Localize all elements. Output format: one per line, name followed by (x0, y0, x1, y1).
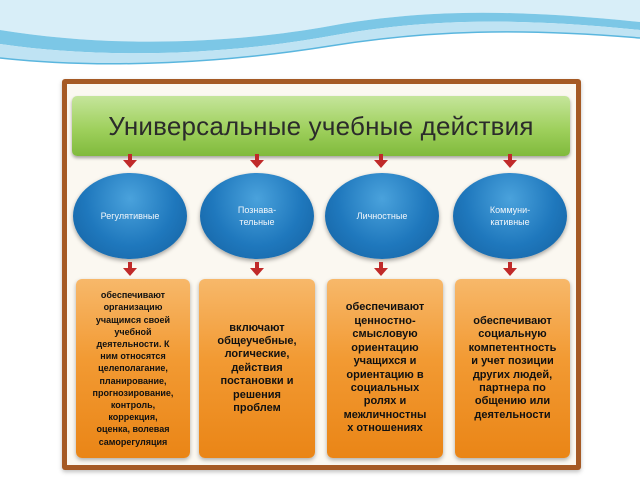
oval-cognitive: Познава- тельные (200, 173, 314, 259)
arrow-down-icon (503, 154, 517, 168)
arrow-down-icon (250, 262, 264, 276)
decorative-wave-header (0, 0, 640, 65)
description-box-personal: обеспечивают ценностно- смысловую ориент… (327, 279, 443, 458)
description-text: обеспечивают социальную компетентность и… (468, 314, 557, 421)
oval-label: Коммуни- кативные (489, 205, 531, 227)
description-box-communicative: обеспечивают социальную компетентность и… (455, 279, 570, 458)
arrow-down-icon (503, 262, 517, 276)
description-text: обеспечивают ценностно- смысловую ориент… (343, 301, 427, 435)
oval-label: Личностные (356, 211, 408, 221)
oval-regulatory: Регулятивные (73, 173, 187, 259)
arrow-down-icon (123, 262, 137, 276)
oval-communicative: Коммуни- кативные (453, 173, 567, 259)
diagram-title: Универсальные учебные действия (108, 110, 534, 141)
arrow-down-icon (123, 154, 137, 168)
arrow-down-icon (374, 262, 388, 276)
title-banner: Универсальные учебные действия (72, 96, 570, 156)
arrow-down-icon (374, 154, 388, 168)
oval-label: Познава- тельные (237, 205, 277, 227)
oval-label: Регулятивные (100, 211, 160, 221)
arrow-down-icon (250, 154, 264, 168)
description-text: включают общеучебные, логические, действ… (217, 321, 297, 415)
oval-personal: Личностные (325, 173, 439, 259)
description-box-regulatory: обеспечивают организацию учащимся своей … (76, 279, 190, 458)
description-text: обеспечивают организацию учащимся своей … (92, 290, 174, 447)
description-box-cognitive: включают общеучебные, логические, действ… (199, 279, 315, 458)
